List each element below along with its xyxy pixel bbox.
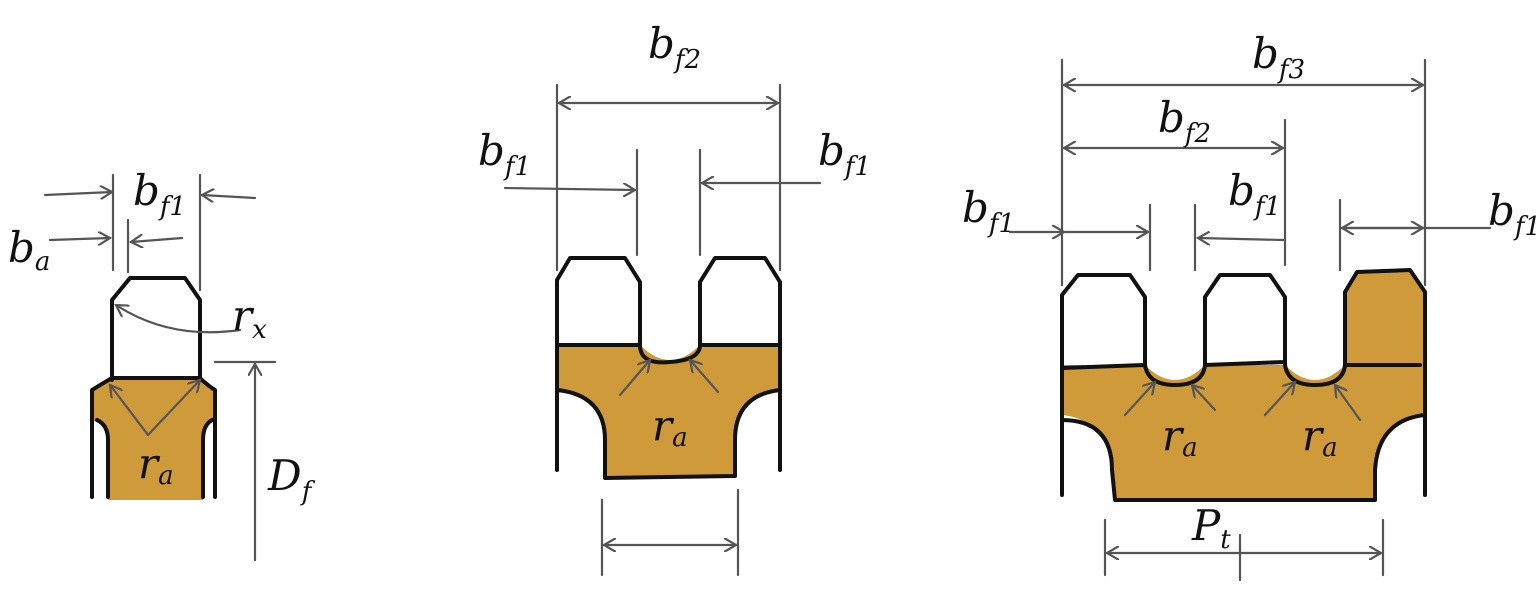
hub-fill [92,378,215,500]
tooth-outline [555,256,782,480]
label-ra-left: ra [1162,411,1198,463]
hub-fill [1062,270,1425,500]
label-bf1-right: bf1 [818,126,871,182]
label-Df: Df [267,451,316,507]
label-bf1-right: bf1 [1488,186,1536,242]
label-ra: ra [652,401,688,453]
label-ra: ra [138,439,174,491]
tooth-outline [1060,268,1427,502]
label-bf1-middle: bf1 [1228,166,1281,222]
label-ba: ba [8,223,50,277]
label-bf1-left: bf1 [962,183,1015,239]
label-bf1: bf1 [133,166,186,222]
double-row-profile: bf2 bf1 bf1 ra [478,19,871,577]
single-row-profile: ba bf1 rx ra Df [8,166,316,562]
label-rx: rx [232,291,267,345]
label-Pt: Pt [1191,501,1231,555]
label-ra-right: ra [1302,411,1338,463]
label-bf1-left: bf1 [478,126,531,182]
hub-fill [557,345,780,478]
triple-row-profile: bf3 bf2 bf1 bf1 bf1 ra ra Pt [962,29,1536,582]
label-bf3: bf3 [1252,29,1305,85]
label-bf2: bf2 [648,19,701,75]
label-bf2: bf2 [1158,93,1211,149]
tooth-outline [90,276,217,499]
